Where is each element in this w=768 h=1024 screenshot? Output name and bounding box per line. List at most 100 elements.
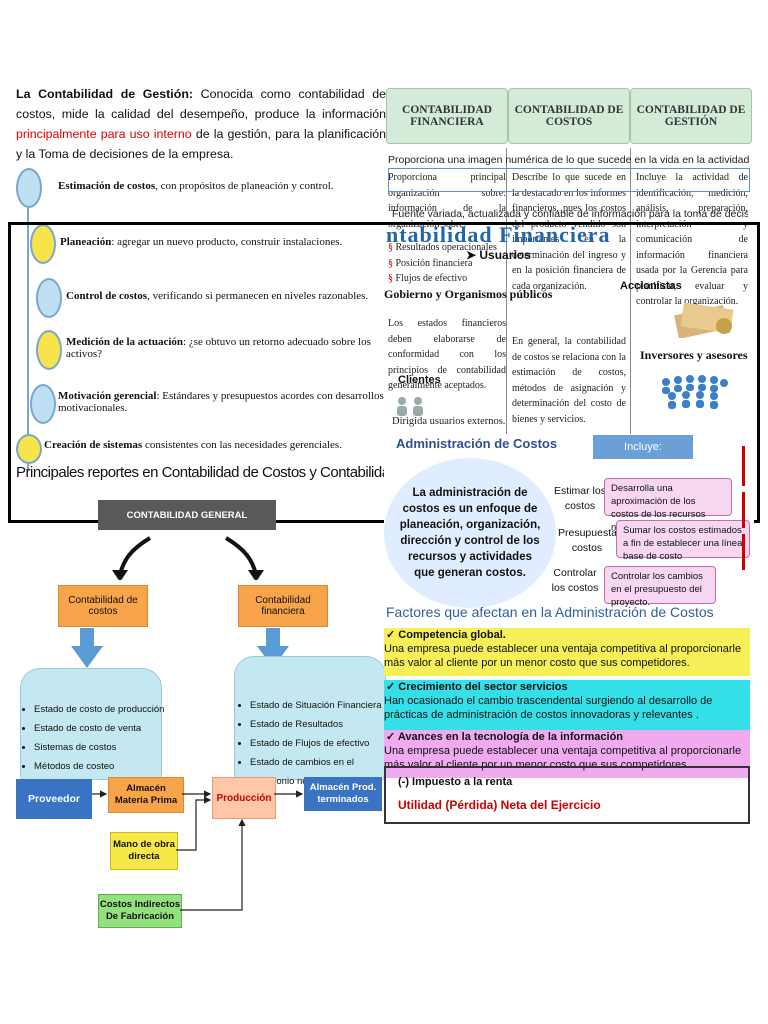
proveedor-box: Proveedor	[16, 779, 92, 819]
inversores-label: Inversores y asesores	[640, 348, 748, 362]
gestion-term: La Contabilidad de Gestión:	[16, 87, 194, 101]
incluye-label: Incluye:	[593, 435, 693, 459]
item-bold: Planeación	[60, 236, 112, 248]
list-item: Estado de costo de venta	[34, 719, 170, 738]
list-item: Estado de Flujos de efectivo	[250, 734, 396, 753]
col-costos-b: En general, la contabilidad de costos se…	[512, 336, 626, 425]
gestion-intro-a: Conocida como contabilidad de costos, mi…	[16, 87, 386, 121]
gestion-item: Medición de la actuación: ¿se obtuvo un …	[28, 328, 384, 370]
factor-head: Avances en la tecnología de la informaci…	[397, 731, 624, 743]
factor-item: ✓ Crecimiento del sector servicios Han o…	[384, 680, 750, 730]
controlar-label: Controlar los costos	[551, 567, 599, 594]
item-text: , con propósitos de planeación y control…	[155, 180, 334, 192]
usuarios-text: Usuarios	[479, 248, 531, 262]
gestion-intro-b: de la gestión, para la planificación y l…	[16, 127, 386, 161]
list-item: § Posición financiera	[388, 256, 506, 272]
fuente-text: Fuente variada, actualizada y confiable …	[392, 208, 748, 220]
contabilidad-costos-box: Contabilidad de costos	[58, 585, 148, 627]
bullet-circle-icon	[16, 434, 42, 464]
mano-obra-box: Mano de obra directa	[110, 832, 178, 870]
list-text: Resultados operacionales	[395, 242, 497, 253]
costos-reports-list: Estado de costo de producción Estado de …	[22, 700, 170, 776]
header-contabilidad-gestion: CONTABILIDAD DE GESTIÓN	[630, 88, 752, 144]
bullet-circle-icon	[30, 384, 56, 424]
item-text: consistentes con las necesidades gerenci…	[142, 439, 342, 451]
gestion-item: Motivación gerencial: Estándares y presu…	[28, 382, 384, 424]
gestion-intro: La Contabilidad de Gestión: Conocida com…	[16, 84, 386, 164]
bullet-icon: §	[388, 273, 396, 284]
contabilidad-general-box: CONTABILIDAD GENERAL	[98, 500, 276, 530]
check-icon: ✓	[386, 681, 399, 693]
factor-head: Competencia global.	[398, 629, 506, 641]
list-text: Flujos de efectivo	[395, 273, 468, 284]
list-item: Estado de Resultados	[250, 715, 396, 734]
list-item: Métodos de costeo	[34, 757, 170, 776]
factores-title: Factores que afectan en la Administració…	[386, 604, 714, 620]
accent-bar	[742, 446, 745, 486]
item-text: : agregar un nuevo producto, construir i…	[111, 236, 343, 248]
overlay-line: Proporciona una imagen numérica de lo qu…	[388, 154, 750, 166]
admin-title: Administración de Costos	[396, 436, 558, 451]
factor-item: ✓ Competencia global. Una empresa puede …	[384, 628, 750, 676]
gestion-item: Planeación: agregar un nuevo producto, c…	[28, 222, 384, 264]
bullet-circle-icon	[16, 168, 42, 208]
users-icon	[394, 396, 430, 416]
column-divider	[506, 148, 507, 438]
list-item: Estado de costo de producción	[34, 700, 170, 719]
list-item: § Flujos de efectivo	[388, 271, 506, 287]
list-item: Estado de Situación Financiera	[250, 696, 396, 715]
list-text: Posición financiera	[395, 257, 473, 269]
list-item: Sistemas de costos	[34, 738, 170, 757]
bullet-circle-icon	[36, 330, 62, 370]
costos-reports-panel	[20, 668, 162, 780]
col-financiera-list: § Resultados operacionales § Posición fi…	[388, 240, 506, 287]
branch-arrows	[112, 536, 264, 580]
header-contabilidad-costos: CONTABILIDAD DE COSTOS	[508, 88, 630, 144]
clientes-label: Clientes	[398, 374, 441, 386]
estimar-label: Estimar los costos	[554, 485, 606, 512]
people-group-icon	[656, 372, 732, 412]
header-contabilidad-financiera: CONTABILIDAD FINANCIERA	[386, 88, 508, 144]
col-financiera-b: Los estados financieros deben elaborarse…	[388, 318, 506, 391]
accent-bar	[742, 492, 745, 528]
almacen-pt-box: Almacén Prod. terminados	[304, 777, 382, 811]
money-icon	[668, 296, 740, 339]
col-financiera-c: Dirigida usuarios externos.	[392, 416, 506, 427]
down-arrow-icon	[71, 646, 103, 668]
factor-text: Una empresa puede establecer una ventaja…	[384, 643, 742, 669]
item-text: : ¿se obtuvo un retorno adecuado sobre l…	[66, 336, 371, 360]
gestion-item: Creación de sistemas consistentes con la…	[16, 430, 384, 464]
factor-text: Han ocasionado el cambio trascendental s…	[384, 695, 713, 721]
item-bold: Motivación gerencial	[58, 390, 157, 402]
cif-box: Costos Indirectos De Fabricación	[98, 894, 182, 928]
impuesto-line: (-) Impuesto a la renta	[398, 776, 513, 788]
check-icon: ✓	[386, 629, 399, 641]
overlay-frame	[388, 168, 750, 192]
check-icon: ✓	[386, 731, 398, 743]
financiera-title: ntabilidad Financiera	[386, 222, 611, 247]
column-divider	[630, 148, 631, 438]
item-bold: Medición de la actuación	[66, 336, 184, 348]
item-bold: Estimación de costos	[58, 180, 156, 192]
bullet-icon: §	[388, 242, 396, 253]
item-text: : Estándares y presupuestos acordes con …	[58, 390, 384, 414]
contabilidad-financiera-box: Contabilidad financiera	[238, 585, 328, 627]
financiera-reports-panel	[234, 656, 386, 780]
estimar-box: Desarrolla una aproximación de los costo…	[604, 478, 732, 533]
arrow-stem	[80, 628, 94, 648]
presupuestar-label: Presupuestar costos	[558, 527, 621, 554]
resultado-box	[384, 766, 750, 824]
flow-connectors	[92, 790, 304, 911]
item-text: , verificando si permanecen en niveles r…	[147, 290, 369, 302]
gobierno-label: Gobierno y Organismos públicos	[384, 287, 553, 301]
factor-head: Crecimiento del sector servicios	[398, 681, 568, 693]
financiera-reports-list: Estado de Situación Financiera Estado de…	[238, 696, 396, 791]
arrow-stem	[266, 628, 280, 648]
utilidad-line: Utilidad (Pérdida) Neta del Ejercicio	[398, 798, 601, 812]
gestion-item: Control de costos, verificando si perman…	[28, 276, 384, 318]
presupuestar-box: Sumar los costos estimados a fin de esta…	[616, 520, 750, 562]
gestion-item: Estimación de costos, con propósitos de …	[16, 166, 384, 208]
usuarios-label: ➤ Usuarios	[466, 248, 531, 262]
admin-definition-oval: La administración de costos es un enfoqu…	[384, 458, 556, 608]
almacen-mp-box: Almacén Materia Prima	[108, 777, 184, 813]
